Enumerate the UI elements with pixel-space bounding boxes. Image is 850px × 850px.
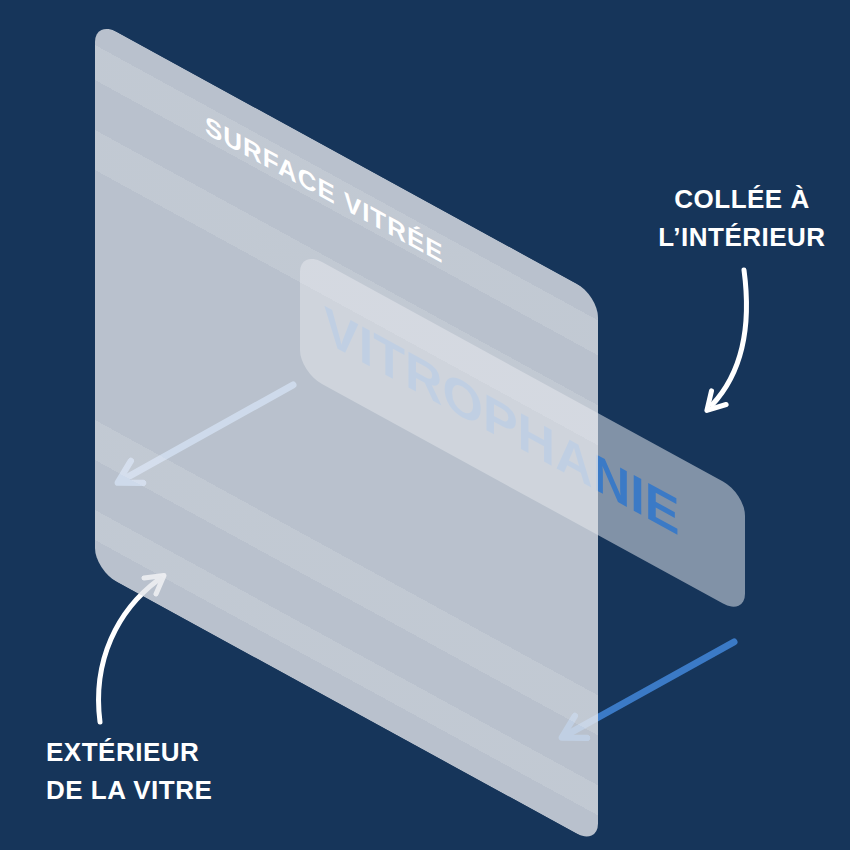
callout-label: EXTÉRIEUR DE LA VITRE xyxy=(46,733,224,809)
callout-arrow xyxy=(712,270,746,405)
surface-label: SURFACE VITRÉE xyxy=(205,110,598,354)
callout-label: COLLÉE À L’INTÉRIEUR xyxy=(652,180,832,256)
glass-pane: SURFACE VITRÉE xyxy=(95,20,598,845)
callout-arrow xyxy=(99,580,158,722)
